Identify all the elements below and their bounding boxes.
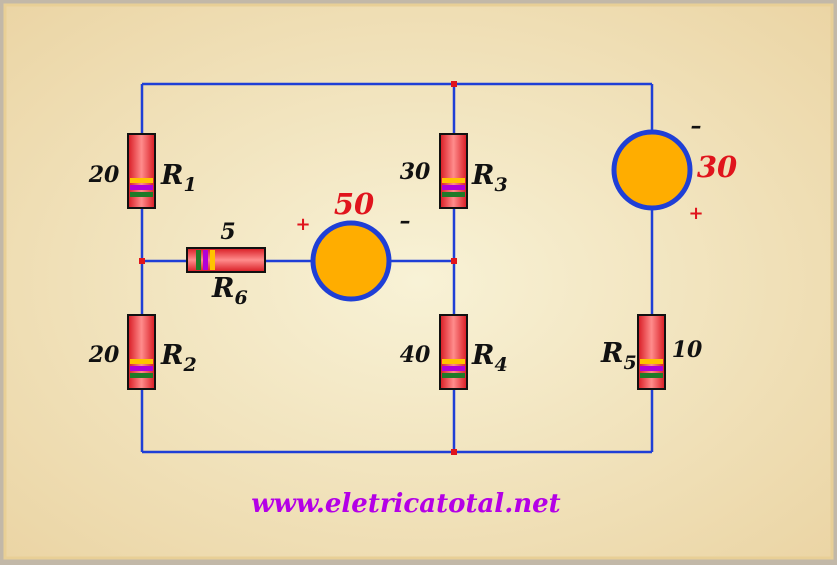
v30-plus-sign: + <box>688 203 703 224</box>
v30-minus-sign: – <box>691 113 702 139</box>
junction-node-bottom <box>451 449 457 455</box>
r3-name-label: R3 <box>471 160 508 196</box>
v30-value-label: 30 <box>697 150 737 184</box>
r6-value-label: 5 <box>220 219 235 245</box>
r6-name-label: R6 <box>211 273 248 309</box>
junction-nodes <box>139 81 457 455</box>
voltage-source-30 <box>611 129 693 211</box>
r3-value-label: 30 <box>400 159 431 185</box>
r1-name-label: R1 <box>160 160 197 196</box>
junction-node-middle <box>451 258 457 264</box>
r2-name-label: R2 <box>160 340 197 376</box>
resistor-r6 <box>186 247 266 273</box>
resistor-r4 <box>439 314 468 390</box>
r1-value-label: 20 <box>88 162 120 188</box>
junction-node-top <box>451 81 457 87</box>
resistor-r5 <box>637 314 666 390</box>
v50-value-label: 50 <box>334 187 374 221</box>
r2-value-label: 20 <box>88 342 120 368</box>
r5-value-label: 10 <box>672 337 703 363</box>
voltage-source-50 <box>310 220 392 302</box>
r4-value-label: 40 <box>400 342 431 368</box>
resistor-r1 <box>127 133 156 209</box>
board-background <box>3 3 834 560</box>
resistor-r2 <box>127 314 156 390</box>
r5-name-label: R5 <box>600 338 637 374</box>
resistor-r3 <box>439 133 468 209</box>
r4-name-label: R4 <box>471 340 508 376</box>
v50-plus-sign: + <box>295 214 310 235</box>
v50-minus-sign: – <box>400 208 411 234</box>
website-label: www.eletricatotal.net <box>251 489 560 519</box>
junction-node-left <box>139 258 145 264</box>
